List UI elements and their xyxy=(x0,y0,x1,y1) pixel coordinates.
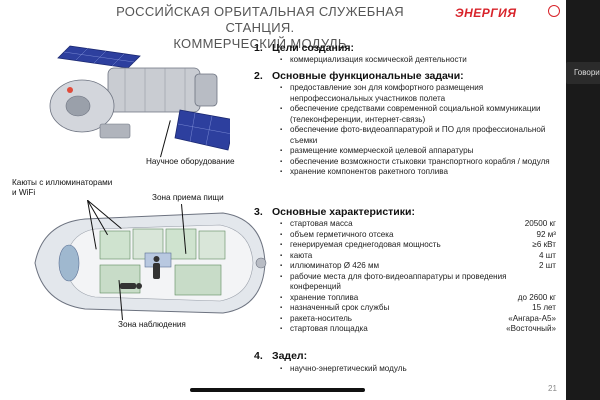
list-item: обеспечение средствами современной социа… xyxy=(280,104,550,125)
section-goals-title: 1. Цели создания: xyxy=(254,42,354,54)
spec-value xyxy=(550,272,556,293)
section-tasks-number: 2. xyxy=(254,70,263,82)
spec-row: стартовая площадка «Восточный» xyxy=(280,324,556,335)
list-item: хранение компонентов ракетного топлива xyxy=(280,167,550,178)
spec-label: ракета-носитель xyxy=(290,313,353,323)
spec-row: иллюминатор Ø 426 мм 2 шт xyxy=(280,261,556,272)
cabins-label: Каюты с иллюминаторами и WiFi xyxy=(12,178,112,198)
home-indicator-bar[interactable] xyxy=(190,388,365,392)
section-goals-list: коммерциализация космической деятельност… xyxy=(280,55,550,66)
spec-row: хранение топлива до 2600 кг xyxy=(280,293,556,304)
spec-label: объем герметичного отсека xyxy=(290,229,394,239)
spec-value: «Восточный» xyxy=(506,324,556,333)
spec-label: генерируемая среднегодовая мощность xyxy=(290,240,441,249)
list-item: научно-энергетический модуль xyxy=(280,364,550,375)
section-specs-number: 3. xyxy=(254,206,263,218)
slide-title-line1: РОССИЙСКАЯ ОРБИТАЛЬНАЯ СЛУЖЕБНАЯ СТАНЦИЯ… xyxy=(116,4,404,35)
cabins-label-line2: и WiFi xyxy=(12,188,36,197)
section-goals-number: 1. xyxy=(254,42,263,54)
spec-label: хранение топлива xyxy=(290,292,359,302)
list-item: обеспечение возможности стыковки транспо… xyxy=(280,157,550,168)
slide-page-number: 21 xyxy=(548,384,557,393)
spec-value: 15 лет xyxy=(532,303,556,312)
spec-value: 4 шт xyxy=(539,250,556,260)
section-specs-title: 3. Основные характеристики: xyxy=(254,206,415,218)
section-backlog-list: научно-энергетический модуль xyxy=(280,364,550,375)
section-tasks-title: 2. Основные функциональные задачи: xyxy=(254,70,464,82)
list-item: коммерциализация космической деятельност… xyxy=(280,55,550,66)
spec-label: назначенный срок службы xyxy=(290,303,390,312)
section-backlog-number: 4. xyxy=(254,350,263,362)
spec-row: ракета-носитель «Ангара-А5» xyxy=(280,314,556,325)
spec-row: рабочие места для фото-видеоаппаратуры и… xyxy=(280,272,556,293)
spec-label: каюта xyxy=(290,250,313,260)
cabins-label-line1: Каюты с иллюминаторами xyxy=(12,178,113,187)
presentation-slide: РОССИЙСКАЯ ОРБИТАЛЬНАЯ СЛУЖЕБНАЯ СТАНЦИЯ… xyxy=(0,0,566,400)
list-item: предоставление зон для комфортного разме… xyxy=(280,83,550,104)
energia-logo: ЭНЕРГИЯ xyxy=(455,6,517,20)
section-specs-heading: Основные характеристики: xyxy=(272,206,415,218)
spec-row: генерируемая среднегодовая мощность ≥6 кВ… xyxy=(280,240,556,251)
slide-title: РОССИЙСКАЯ ОРБИТАЛЬНАЯ СЛУЖЕБНАЯ СТАНЦИЯ… xyxy=(80,4,440,52)
docking-port-icon xyxy=(255,257,267,269)
list-item: обеспечение фото-видеоаппаратурой и ПО д… xyxy=(280,125,550,146)
module-interior-illustration xyxy=(34,212,267,314)
solar-panel-upper xyxy=(57,45,141,69)
crew-figures xyxy=(120,256,160,289)
section-tasks-heading: Основные функциональные задачи: xyxy=(272,70,464,82)
observation-zone-label: Зона наблюдения xyxy=(118,320,186,329)
spec-row: объем герметичного отсека 92 м³ xyxy=(280,230,556,241)
station-exterior-illustration xyxy=(49,45,230,151)
spec-row: каюта 4 шт xyxy=(280,251,556,262)
spec-value: до 2600 кг xyxy=(517,292,556,302)
side-panel xyxy=(566,0,600,400)
spec-value: 92 м³ xyxy=(536,229,556,239)
spec-label: стартовая площадка xyxy=(290,324,368,333)
section-goals-heading: Цели создания: xyxy=(272,42,354,54)
observation-window xyxy=(58,244,80,282)
solar-panel-lower xyxy=(174,109,230,151)
slide-title-line2: КОММЕРЧЕСКИЙ МОДУЛЬ xyxy=(173,36,347,51)
spec-label: рабочие места для фото-видеоаппаратуры и… xyxy=(290,271,507,292)
station-body xyxy=(49,67,218,139)
section-backlog-title: 4. Задел: xyxy=(254,350,307,362)
energia-logo-mark-icon xyxy=(548,5,560,17)
scientific-equipment-label: Научное оборудование xyxy=(146,157,235,166)
section-backlog-heading: Задел: xyxy=(272,350,308,362)
spec-row: назначенный срок службы 15 лет xyxy=(280,303,556,314)
spec-value: «Ангара-А5» xyxy=(508,313,556,323)
spec-value: 20500 кг xyxy=(524,219,556,228)
spec-value: 2 шт xyxy=(539,261,556,270)
speaking-tooltip: Говорит xyxy=(566,62,600,84)
spec-label: стартовая масса xyxy=(290,219,353,228)
spec-row: стартовая масса 20500 кг xyxy=(280,219,556,230)
food-zone-label: Зона приема пищи xyxy=(152,193,224,202)
list-item: размещение коммерческой целевой аппарату… xyxy=(280,146,550,157)
spec-label: иллюминатор Ø 426 мм xyxy=(290,261,380,270)
spec-value: ≥6 кВт xyxy=(532,240,556,249)
section-specs-list: стартовая масса 20500 кг объем герметично… xyxy=(280,219,556,335)
section-tasks-list: предоставление зон для комфортного разме… xyxy=(280,83,550,178)
